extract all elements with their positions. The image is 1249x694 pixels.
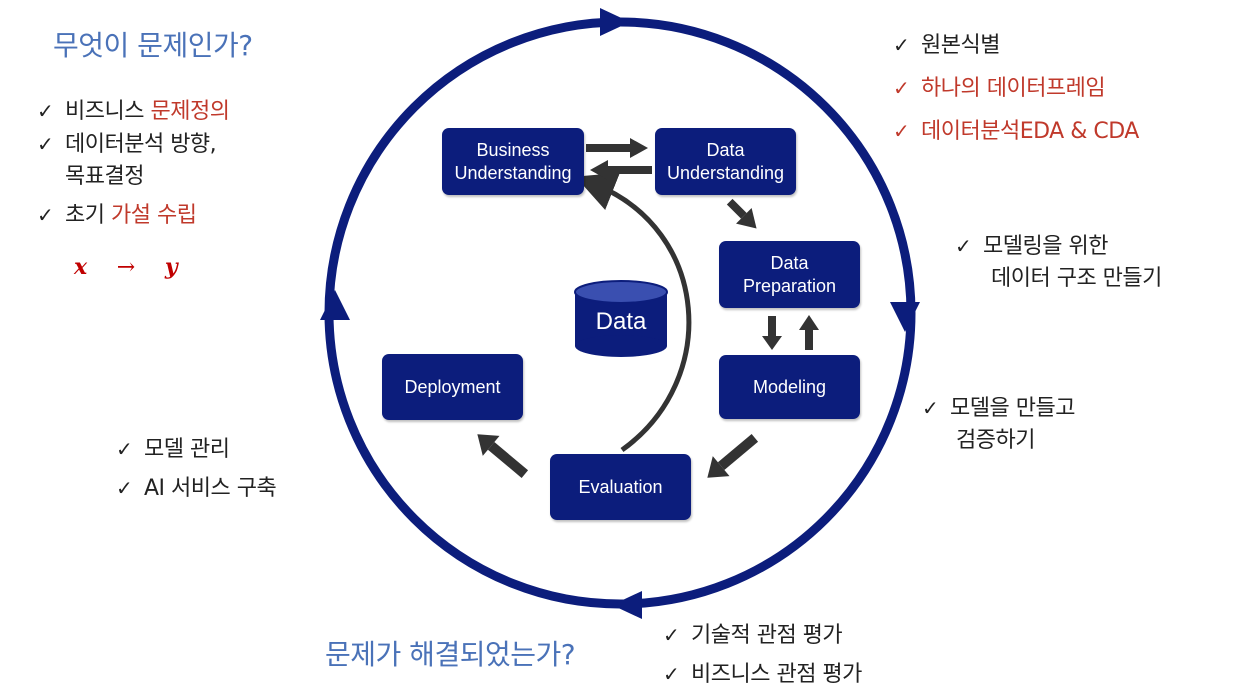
hypothesis-formula: x → y [74, 254, 178, 280]
note-item: ✓비즈니스 관점 평가 [663, 655, 862, 694]
note-item: ✓모델을 만들고 [922, 392, 1075, 425]
deployment-box: Deployment [382, 354, 523, 420]
arrow-evaluation-to-deployment [477, 434, 529, 478]
check-icon: ✓ [893, 76, 910, 100]
business-understanding-box: Business Understanding [442, 128, 584, 195]
data-understanding-box: Data Understanding [655, 128, 796, 195]
highlight-text: 가설 수립 [110, 203, 197, 228]
check-icon: ✓ [955, 234, 972, 258]
cycle-arrow-top [600, 8, 630, 36]
check-icon: ✓ [37, 99, 54, 123]
check-icon: ✓ [37, 203, 54, 227]
cycle-arrow-bottom [612, 591, 642, 619]
deployment-notes: ✓모델 관리 ✓AI 서비스 구축 [116, 430, 277, 508]
check-icon: ✓ [663, 662, 680, 686]
formula-x: x [74, 254, 88, 280]
note-item: ✓원본식별 [893, 24, 1139, 67]
note-item-continued: 데이터 구조 만들기 [991, 266, 1162, 291]
note-item: ✓데이터분석 방향, [37, 128, 229, 161]
heading-is-problem-solved: 문제가 해결되었는가? [325, 638, 576, 671]
data-understanding-notes: ✓원본식별 ✓하나의 데이터프레임 ✓데이터분석EDA & CDA [893, 24, 1139, 153]
arrow-data-to-business [590, 160, 652, 180]
check-icon: ✓ [663, 623, 680, 647]
data-understanding-label: Data Understanding [666, 139, 785, 183]
note-item: ✓초기 가설 수립 [37, 199, 229, 232]
check-icon: ✓ [116, 437, 133, 461]
cycle-arrow-right [890, 302, 920, 332]
check-icon: ✓ [37, 132, 54, 156]
check-icon: ✓ [922, 396, 939, 420]
note-item-continued: 목표결정 [65, 164, 144, 189]
note-item: ✓AI 서비스 구축 [116, 469, 277, 508]
evaluation-notes: ✓기술적 관점 평가 ✓비즈니스 관점 평가 [663, 616, 862, 694]
note-item-continued: 검증하기 [956, 428, 1035, 453]
note-item: ✓모델 관리 [116, 430, 276, 469]
curve-arrow-evaluation-to-business [575, 172, 692, 453]
note-item: ✓모델링을 위한 [955, 230, 1162, 263]
formula-arrow: → [116, 255, 136, 280]
modeling-box: Modeling [719, 355, 860, 419]
heading-what-is-the-problem: 무엇이 문제인가? [53, 29, 253, 62]
note-item: ✓데이터분석EDA & CDA [893, 110, 1139, 153]
modeling-label: Modeling [752, 376, 827, 397]
business-understanding-label: Business Understanding [454, 139, 572, 183]
check-icon: ✓ [893, 119, 910, 143]
arrow-business-to-data [586, 138, 648, 158]
data-preparation-notes: ✓모델링을 위한 데이터 구조 만들기 [955, 230, 1162, 295]
data-store-cylinder [574, 280, 668, 357]
deployment-label: Deployment [404, 376, 501, 397]
cycle-arrow-left [320, 290, 350, 320]
evaluation-label: Evaluation [578, 476, 663, 497]
data-store-label: Data [595, 308, 647, 335]
check-icon: ✓ [893, 33, 910, 57]
note-item: ✓하나의 데이터프레임 [893, 67, 1139, 110]
check-icon: ✓ [116, 476, 133, 500]
modeling-notes: ✓모델을 만들고 검증하기 [922, 392, 1075, 457]
arrow-modeling-to-evaluation [707, 434, 759, 478]
formula-y: y [164, 254, 178, 280]
highlight-text: 문제정의 [150, 99, 230, 124]
problem-definition-notes: ✓비즈니스 문제정의 ✓데이터분석 방향, 목표결정 ✓초기 가설 수립 [37, 95, 230, 232]
evaluation-box: Evaluation [550, 454, 691, 520]
arrow-modeling-to-preparation [799, 315, 819, 350]
arrow-preparation-to-modeling [762, 316, 782, 350]
note-item: ✓비즈니스 문제정의 [37, 95, 230, 128]
data-preparation-box: Data Preparation [719, 241, 860, 308]
data-preparation-label: Data Preparation [742, 252, 837, 296]
arrow-understanding-to-preparation [726, 198, 757, 229]
note-item: ✓기술적 관점 평가 [663, 616, 862, 655]
